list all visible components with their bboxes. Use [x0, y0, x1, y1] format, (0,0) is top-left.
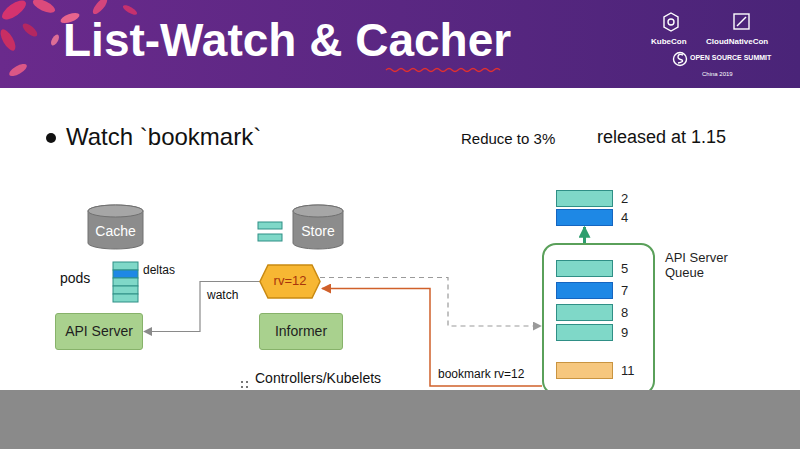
cylinder-body: [293, 205, 343, 249]
item-label: API Server Queue: [665, 251, 751, 281]
item-label: 8: [621, 305, 628, 320]
node-label: API Server: [65, 323, 133, 339]
cncf-icon: [734, 14, 749, 29]
node-label: Cache: [95, 223, 135, 239]
logo-text: OPEN SOURCE SUMMIT: [690, 54, 771, 62]
store-cylinder: Store: [293, 205, 343, 249]
cylinder-top: [293, 205, 343, 217]
arrow-connector: [144, 282, 260, 332]
client-label: Controllers/Kubelets: [255, 370, 381, 386]
event-box: 5: [556, 260, 613, 277]
oss-icon: [674, 53, 687, 66]
event-box: 7: [556, 282, 613, 299]
node-label: rv=12: [274, 274, 307, 289]
kubecon-icon-hub: [668, 19, 674, 25]
hexagon-shape: [260, 265, 320, 298]
event-box: 8: [556, 304, 613, 321]
item-label: 7: [621, 283, 628, 298]
edge-label: watch: [205, 289, 240, 303]
spellcheck-squiggle: [386, 69, 500, 72]
event-box: 9: [556, 324, 613, 341]
footer-bar: [0, 390, 800, 449]
bullet-text: Watch `bookmark`: [66, 123, 261, 151]
item-label: 5: [621, 261, 628, 276]
stack-label: deltas: [143, 264, 175, 278]
cylinder-top: [88, 205, 143, 217]
process-box: API Server: [55, 313, 143, 350]
node-label: Store: [301, 223, 334, 239]
cylinder-body: [88, 205, 143, 249]
edge-label: bookmark rv=12: [436, 368, 526, 382]
store-items: [258, 222, 282, 241]
note: Reduce to 3%: [461, 130, 555, 147]
logo-text: KubeCon: [651, 37, 687, 46]
process-box: Informer: [259, 313, 343, 350]
item-label: 4: [621, 210, 628, 225]
oss-icon-s: [678, 54, 683, 63]
queue-container: API Server Queue578911: [542, 243, 655, 395]
event-box: 11: [556, 362, 613, 379]
cncf-icon-slash: [737, 17, 746, 26]
item-label: 11: [621, 363, 635, 378]
event-box: 4: [556, 209, 613, 226]
kubecon-icon: [664, 13, 678, 31]
logo-text: CloudNativeCon: [706, 37, 768, 46]
header-band: [0, 0, 800, 88]
bullet-dot: [46, 133, 56, 143]
version-hexagon: rv=12: [260, 265, 320, 298]
deltas-stack: [113, 262, 138, 302]
node-label: Informer: [275, 323, 327, 339]
event-box: 2: [556, 190, 613, 207]
resource-label: pods: [60, 270, 90, 286]
logo-text: China 2019: [702, 71, 733, 78]
item-label: 2: [621, 191, 628, 206]
item-label: 9: [621, 325, 628, 340]
release-note: released at 1.15: [597, 127, 726, 148]
slide-title: List-Watch & Cacher: [63, 14, 511, 67]
controller-icon: [241, 381, 248, 388]
arrow-connector: [583, 227, 586, 243]
cache-cylinder: Cache: [88, 205, 143, 249]
